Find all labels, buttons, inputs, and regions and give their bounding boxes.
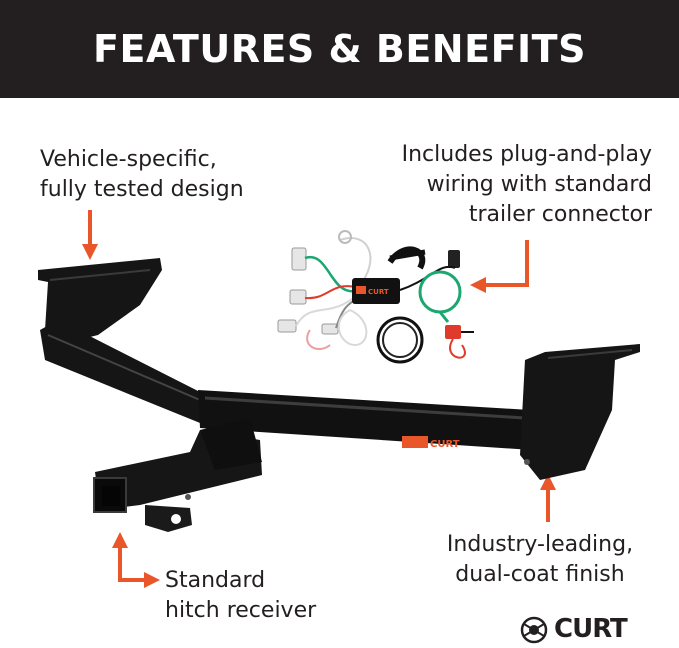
- curt-logo-badge: [520, 616, 548, 644]
- crossbar-left: [40, 320, 205, 425]
- callout-receiver: Standard hitch receiver: [165, 568, 317, 623]
- crossbar-center: [198, 390, 532, 450]
- left-bracket: [38, 258, 162, 345]
- wiring-harness: CURT: [277, 230, 474, 364]
- header-banner: FEATURES & BENEFITS: [0, 0, 679, 98]
- converter-module: [352, 278, 400, 304]
- module-logo-text: CURT: [368, 288, 389, 296]
- right-bracket: [520, 344, 640, 480]
- callout-vehicle-specific: Vehicle-specific, fully tested design: [40, 147, 244, 202]
- safety-chain-plate: [145, 505, 192, 532]
- hitch-label: CURT: [402, 436, 460, 450]
- callout-finish: Industry-leading, dual-coat finish: [446, 532, 634, 587]
- trailer-hitch: [38, 258, 640, 532]
- hitch-logo-text: CURT: [430, 439, 460, 450]
- brand-logo-text: CURT: [554, 614, 628, 644]
- callout-wiring: Includes plug-and-play wiring with stand…: [401, 142, 652, 227]
- page-title: FEATURES & BENEFITS: [93, 27, 586, 71]
- brand-logo: CURT: [520, 614, 628, 644]
